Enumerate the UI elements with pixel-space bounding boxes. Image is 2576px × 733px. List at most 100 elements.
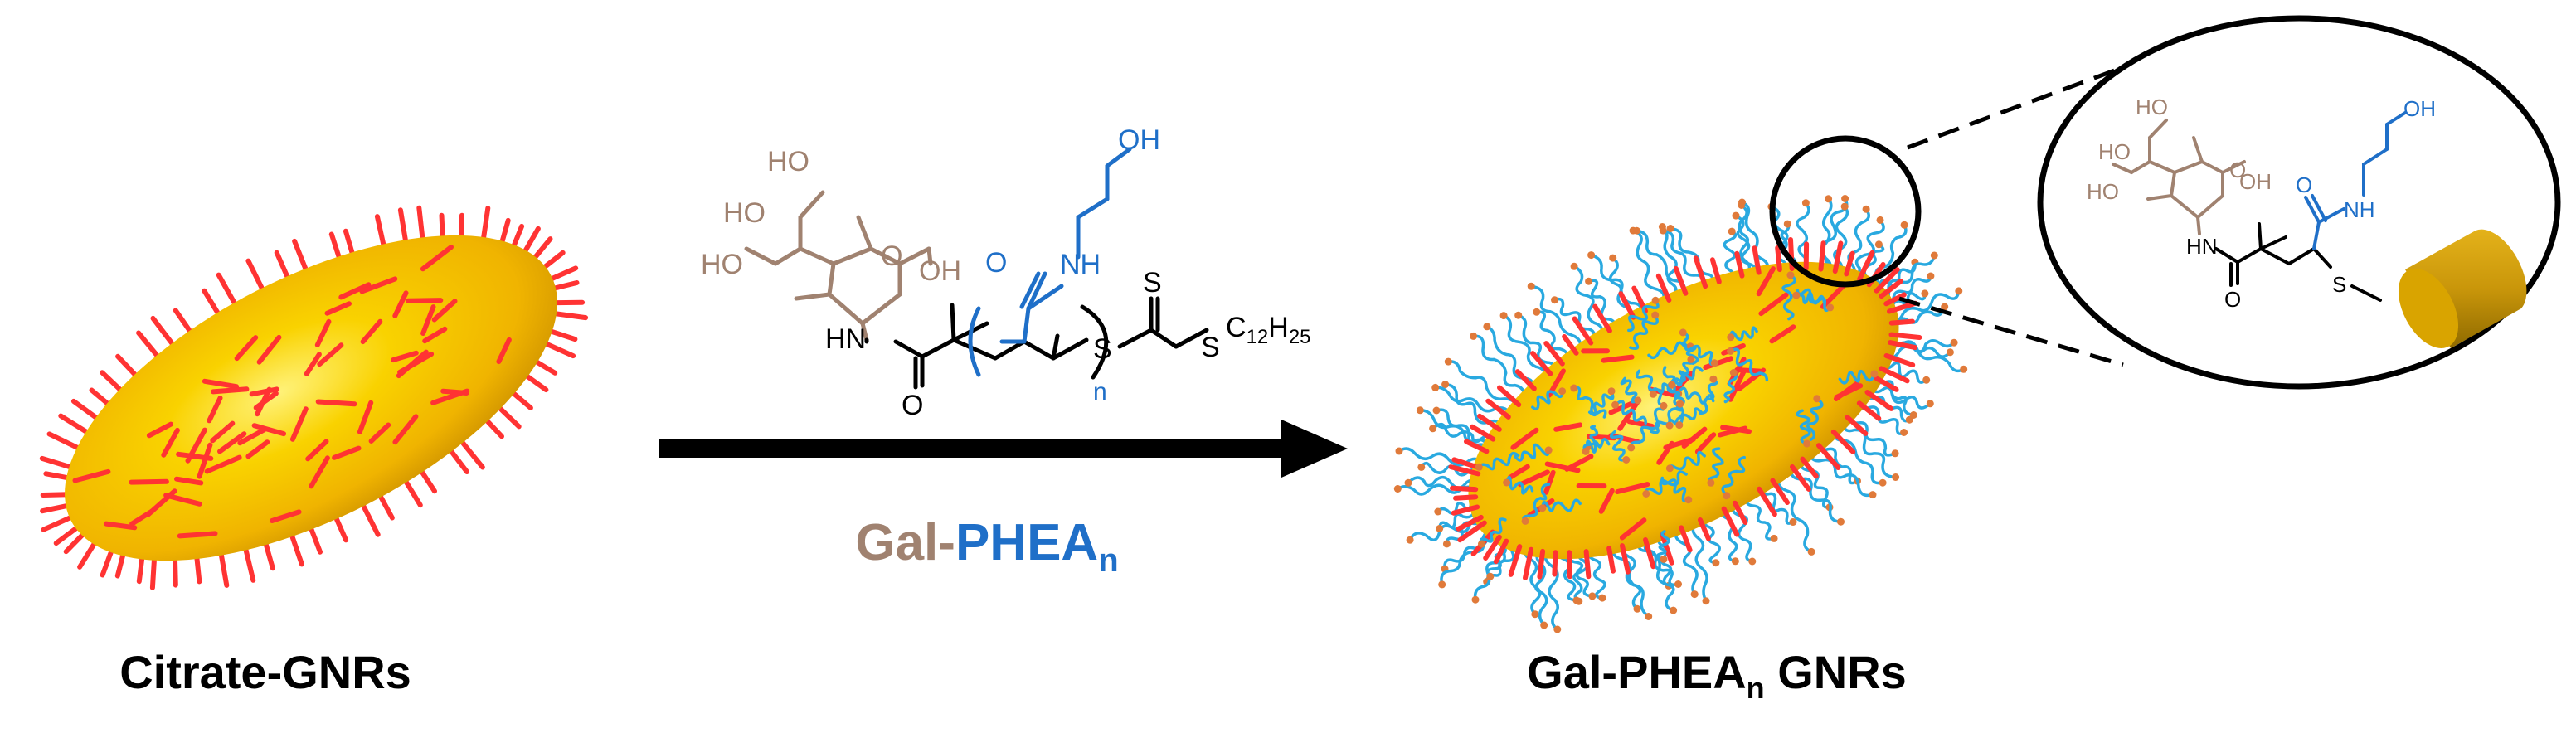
end-group	[1429, 425, 1437, 433]
citrate-ligand	[1698, 517, 1711, 541]
polymer-chain	[1745, 494, 1776, 541]
polymer-chain	[1740, 201, 1770, 274]
inset-ho-low: HO	[2087, 179, 2119, 204]
citrate-ligand	[174, 476, 204, 486]
end-group	[1404, 478, 1412, 487]
polymer-chain	[1446, 360, 1519, 409]
polymer-chain	[1723, 371, 1738, 404]
inset-ho-mid: HO	[2098, 139, 2131, 164]
end-group	[1900, 429, 1908, 436]
end-group	[1840, 202, 1849, 211]
citrate-ligand	[1619, 517, 1647, 541]
end-group	[1558, 387, 1567, 396]
polymer-chain	[1522, 483, 1551, 523]
end-group	[1874, 240, 1883, 249]
polymer-chain	[1587, 389, 1615, 417]
end-group	[1729, 369, 1738, 376]
polymer-chain	[1589, 253, 1643, 315]
structure-labels: HO HO HO O OH HN O O NH OH S S S n C12H2…	[701, 124, 1311, 421]
polymer-chain	[1541, 498, 1582, 512]
end-group	[1786, 271, 1795, 279]
citrate-ligand	[1456, 514, 1484, 532]
citrate-ligand	[332, 445, 362, 460]
citrate-ligand	[1888, 332, 1922, 340]
reagent-dash: -	[938, 514, 955, 571]
end-group	[1679, 328, 1687, 337]
citrate-ligand	[1553, 422, 1583, 432]
struct-h-sub: 25	[1289, 326, 1311, 348]
end-group	[1727, 333, 1735, 342]
end-group	[1393, 485, 1402, 493]
reagent-sub: n	[1098, 542, 1118, 579]
polymer-chain	[1676, 386, 1715, 405]
end-group	[1607, 387, 1616, 396]
citrate-ligand	[358, 498, 381, 537]
citrate-ligand	[1530, 351, 1553, 376]
polymer-chain	[1504, 475, 1534, 495]
struct-ring-oh: OH	[919, 255, 961, 287]
polymer-chain	[1728, 347, 1769, 382]
end-group	[1540, 621, 1548, 629]
end-group	[1444, 357, 1452, 366]
inset-sugar	[2112, 119, 2246, 235]
end-group	[1709, 375, 1718, 383]
end-group	[1837, 517, 1845, 526]
citrate-ligand	[1717, 425, 1748, 438]
polymer-chain	[1668, 407, 1703, 427]
end-group	[1514, 311, 1523, 319]
inset-ring-oh: OH	[2239, 169, 2272, 194]
inset-s: S	[2332, 272, 2346, 297]
citrate-ligand	[324, 301, 352, 316]
polymer-chain	[1572, 265, 1604, 337]
end-group	[1499, 312, 1508, 320]
citrate-ligand	[270, 509, 302, 523]
citrate-ligand	[1523, 546, 1534, 580]
polymer-chain	[1529, 284, 1582, 352]
end-group	[1531, 610, 1539, 619]
inset-ho-top: HO	[2136, 95, 2168, 119]
citrate-ligand	[234, 335, 259, 362]
end-group	[1675, 421, 1684, 430]
end-group	[1634, 396, 1642, 405]
polymer-chain	[1637, 540, 1680, 586]
citrate-ligand	[317, 342, 344, 367]
end-group	[1731, 557, 1739, 566]
caption-gnrs: GNRs	[1765, 646, 1907, 698]
citrate-ligand	[1800, 456, 1819, 479]
coated-gnr	[1393, 195, 1968, 633]
citrate-ligand	[1618, 291, 1636, 320]
end-group	[1684, 496, 1693, 504]
end-group	[1598, 594, 1606, 602]
end-group	[1960, 365, 1968, 373]
inset-nh: NH	[2344, 197, 2375, 222]
inset-hn: HN	[2186, 234, 2218, 259]
citrate-ligand	[1756, 266, 1776, 297]
end-group	[1572, 596, 1581, 604]
citrate-ligand	[1564, 454, 1594, 472]
end-group	[1738, 198, 1746, 206]
polymer-chain	[1629, 407, 1665, 449]
citrate-ligand	[1879, 279, 1903, 299]
citrate-ligand	[1451, 504, 1480, 516]
end-group	[1922, 376, 1931, 384]
end-group	[1905, 415, 1913, 424]
citrate-ligand	[1543, 341, 1565, 366]
citrate-ligand	[1830, 429, 1856, 454]
citrate-ligand	[211, 386, 250, 395]
citrate-ligand	[1879, 366, 1910, 384]
citrate-ligand	[360, 318, 383, 345]
polymer-chain	[1629, 313, 1659, 351]
end-group	[1930, 251, 1938, 260]
end-group	[1870, 370, 1879, 378]
citrate-ligand	[1790, 464, 1811, 492]
polymer-chain	[1407, 475, 1481, 490]
polymer-chain	[1781, 274, 1796, 321]
citrate-ligand	[163, 493, 202, 507]
polymer-chain	[1572, 386, 1607, 419]
end-group	[1950, 338, 1958, 347]
end-group	[1702, 597, 1710, 605]
citrate-ligand	[309, 455, 330, 489]
polymer-chain	[1620, 376, 1640, 404]
citrate-ligand	[1883, 353, 1916, 368]
end-group	[1585, 277, 1593, 285]
